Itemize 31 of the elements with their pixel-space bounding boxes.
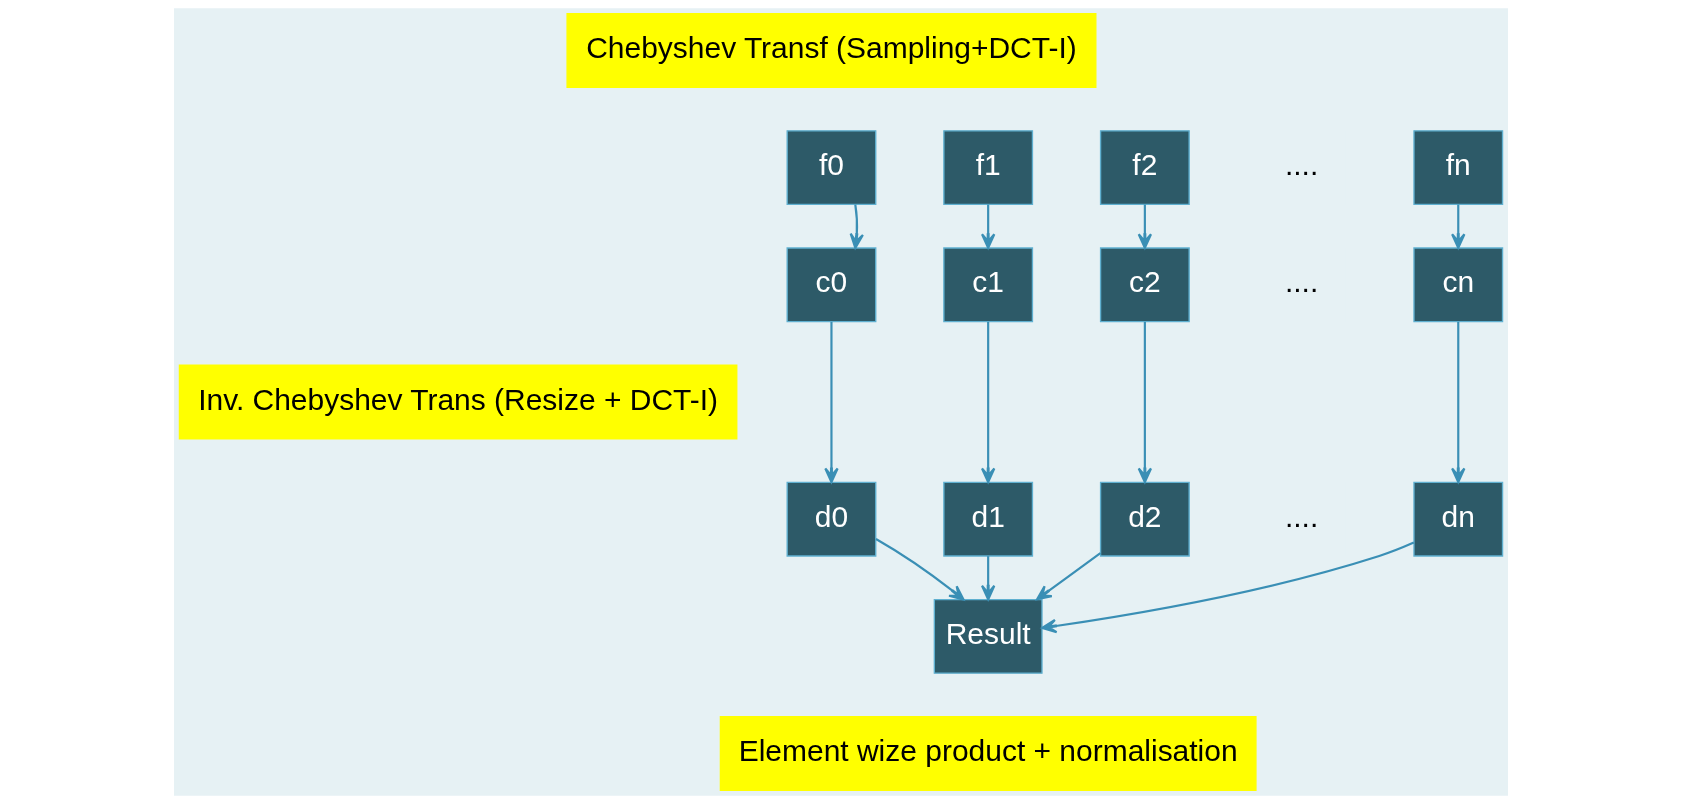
node-box: f0 <box>786 130 876 206</box>
node-box: fn <box>1412 130 1503 206</box>
label: .... <box>1284 499 1318 533</box>
arrow <box>849 204 864 249</box>
arrow <box>980 321 995 484</box>
label: .... <box>1284 148 1318 182</box>
node-box: c2 <box>1099 247 1190 323</box>
node-box: c0 <box>786 247 876 323</box>
node-box: dn <box>1412 481 1503 557</box>
node-box: cn <box>1412 247 1503 323</box>
arrow <box>1040 541 1414 634</box>
node-box: d0 <box>786 481 876 557</box>
node-box: Element wize product + normalisation <box>719 716 1257 792</box>
node-box: c1 <box>942 247 1033 323</box>
arrow <box>874 538 965 601</box>
node-box: f2 <box>1099 130 1190 206</box>
node-box: Inv. Chebyshev Trans (Resize + DCT-I) <box>178 364 737 440</box>
node-box: Chebyshev Transf (Sampling+DCT-I) <box>565 12 1096 88</box>
arrow <box>1035 552 1101 601</box>
node-box: d1 <box>942 481 1033 557</box>
arrow <box>1137 321 1152 484</box>
node-box: f1 <box>942 130 1033 206</box>
label: .... <box>1284 265 1318 299</box>
arrow <box>980 204 995 249</box>
arrow <box>980 556 995 601</box>
arrow <box>1450 204 1465 249</box>
arrow <box>1137 204 1152 249</box>
arrow <box>1450 321 1465 484</box>
arrow <box>823 321 839 484</box>
node-box: d2 <box>1099 481 1190 557</box>
node-box: Result <box>933 598 1043 674</box>
